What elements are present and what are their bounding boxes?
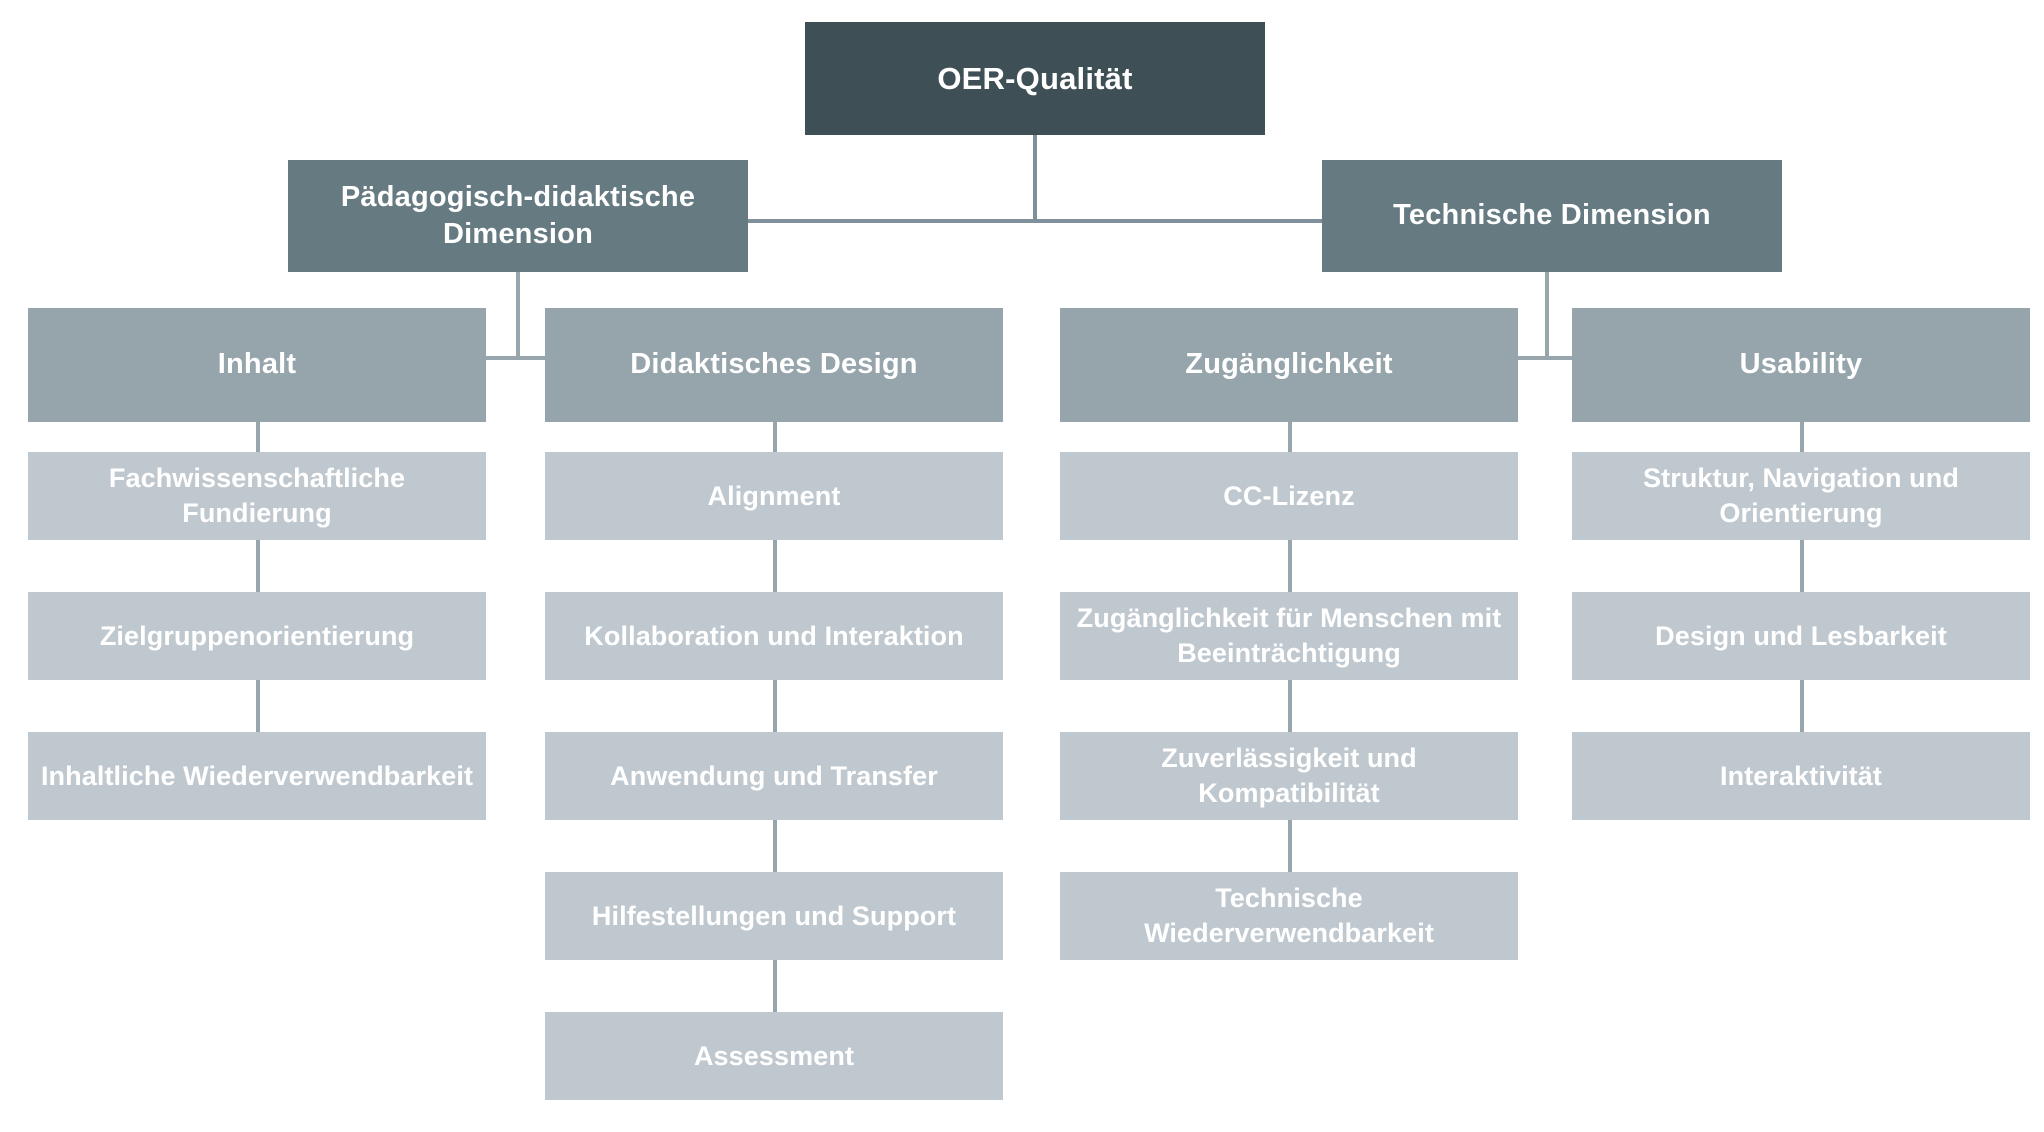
node-label: Zugänglichkeit — [1185, 348, 1393, 381]
connector-dim-left-stem — [516, 272, 520, 360]
node-leaf-zielgruppenorientierung[interactable]: Zielgruppenorientierung — [28, 592, 486, 680]
node-leaf-alignment[interactable]: Alignment — [545, 452, 1003, 540]
node-leaf-anwendung-und-transfer[interactable]: Anwendung und Transfer — [545, 732, 1003, 820]
node-dimension-technisch[interactable]: Technische Dimension — [1322, 160, 1782, 272]
node-label: Anwendung und Transfer — [610, 760, 938, 791]
node-label: Inhaltliche Wiederverwendbarkeit — [40, 760, 474, 791]
connector-dimension-bus — [560, 219, 1460, 223]
node-leaf-inhaltliche-wiederverwendbarkeit[interactable]: Inhaltliche Wiederverwendbarkeit — [28, 732, 486, 820]
node-root-oer-qualitaet[interactable]: OER-Qualität — [805, 22, 1265, 135]
node-leaf-technische-wiederverwendbarkeit[interactable]: Technische Wiederverwendbarkeit — [1060, 872, 1518, 960]
node-label: OER-Qualität — [937, 60, 1133, 96]
connector-cat-bus-right — [1484, 356, 1608, 360]
node-label: Assessment — [693, 1040, 855, 1071]
node-leaf-struktur-navigation-und-orientierung[interactable]: Struktur, Navigation und Orientierung — [1572, 452, 2030, 540]
node-leaf-zugaenglichkeit-fuer-menschen-mit-beeintraechtigung[interactable]: Zugänglichkeit für Menschen mit Beeinträ… — [1060, 592, 1518, 680]
node-label: Usability — [1739, 348, 1863, 381]
node-label: Didaktisches Design — [630, 348, 918, 381]
connector-cat-bus-left — [453, 356, 578, 360]
connector-dim-right-stem — [1545, 272, 1549, 360]
node-label: Technische Dimension — [1393, 199, 1711, 232]
node-label: Struktur, Navigation und Orientierung — [1643, 463, 1959, 528]
node-label: Inhalt — [217, 348, 297, 381]
connector-root-stem — [1033, 135, 1037, 221]
node-label: Fachwissenschaftliche Fundierung — [108, 463, 406, 528]
node-leaf-hilfestellungen-und-support[interactable]: Hilfestellungen und Support — [545, 872, 1003, 960]
node-leaf-zuverlaessigkeit-und-kompatibilitaet[interactable]: Zuverlässigkeit und Kompatibilität — [1060, 732, 1518, 820]
node-label: Alignment — [707, 480, 841, 511]
node-dimension-paedagogisch-didaktisch[interactable]: Pädagogisch-didaktische Dimension — [288, 160, 748, 272]
node-label: Hilfestellungen und Support — [591, 900, 957, 931]
node-category-usability[interactable]: Usability — [1572, 308, 2030, 422]
node-label: Zuverlässigkeit und Kompatibilität — [1161, 743, 1417, 808]
node-leaf-kollaboration-und-interaktion[interactable]: Kollaboration und Interaktion — [545, 592, 1003, 680]
node-label: Technische Wiederverwendbarkeit — [1144, 883, 1434, 948]
node-leaf-design-und-lesbarkeit[interactable]: Design und Lesbarkeit — [1572, 592, 2030, 680]
node-label: Pädagogisch-didaktische Dimension — [340, 180, 696, 250]
node-label: Zielgruppenorientierung — [99, 620, 415, 651]
node-label: CC-Lizenz — [1223, 480, 1355, 511]
node-leaf-assessment[interactable]: Assessment — [545, 1012, 1003, 1100]
node-leaf-cc-lizenz[interactable]: CC-Lizenz — [1060, 452, 1518, 540]
node-leaf-fachwissenschaftliche-fundierung[interactable]: Fachwissenschaftliche Fundierung — [28, 452, 486, 540]
node-label: Zugänglichkeit für Menschen mit Beeinträ… — [1076, 603, 1502, 668]
node-label: Interaktivität — [1720, 760, 1882, 791]
connector-spine-didaktisches-design — [773, 422, 777, 1016]
node-label: Design und Lesbarkeit — [1655, 620, 1947, 651]
node-category-inhalt[interactable]: Inhalt — [28, 308, 486, 422]
node-leaf-interaktivitaet[interactable]: Interaktivität — [1572, 732, 2030, 820]
node-label: Kollaboration und Interaktion — [584, 620, 964, 651]
node-category-didaktisches-design[interactable]: Didaktisches Design — [545, 308, 1003, 422]
node-category-zugaenglichkeit[interactable]: Zugänglichkeit — [1060, 308, 1518, 422]
